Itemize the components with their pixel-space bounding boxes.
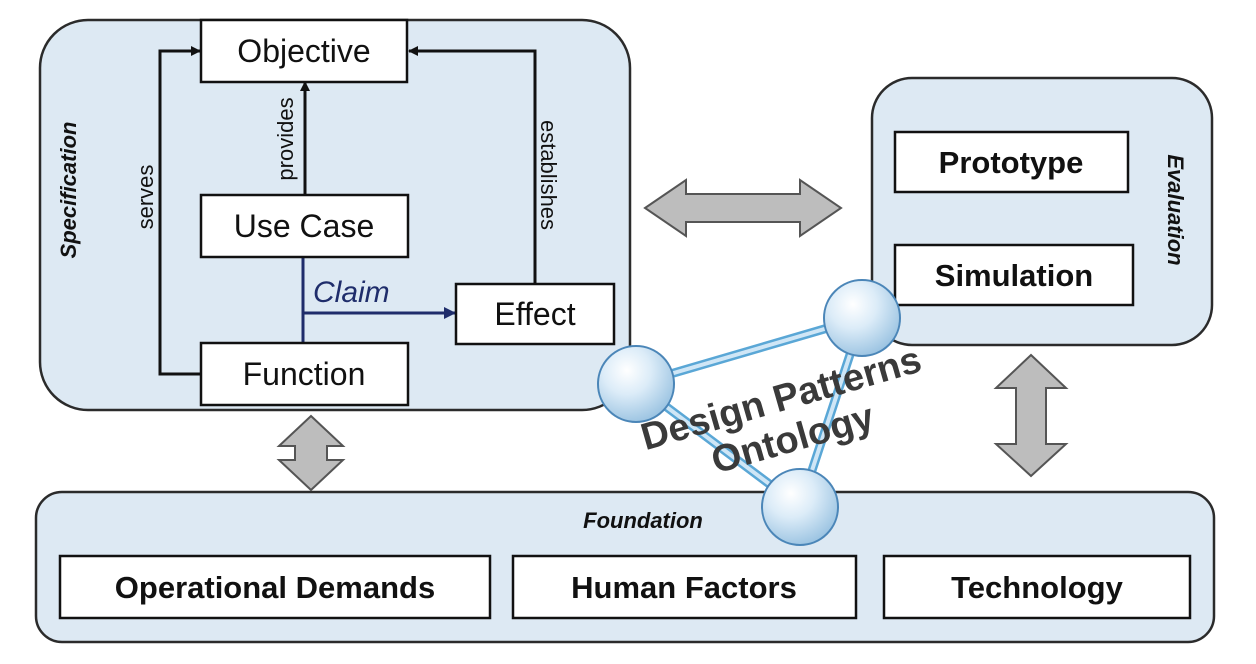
evaluation-panel: Evaluation Prototype Simulation bbox=[870, 76, 1214, 347]
ontology-node-right bbox=[823, 279, 901, 357]
technology-node: Technology bbox=[882, 554, 1192, 620]
effect-node: Effect bbox=[454, 282, 616, 346]
serves-label: serves bbox=[133, 165, 158, 230]
provides-label: provides bbox=[273, 97, 298, 180]
ontology-node-left bbox=[597, 345, 675, 423]
prototype-node: Prototype bbox=[893, 130, 1130, 194]
prototype-label: Prototype bbox=[939, 145, 1084, 180]
simulation-node: Simulation bbox=[893, 243, 1135, 307]
operational-demands-node: Operational Demands bbox=[58, 554, 492, 620]
function-node: Function bbox=[199, 341, 410, 407]
serves-edge bbox=[158, 46, 201, 376]
objective-label: Objective bbox=[237, 33, 370, 69]
spec-foundation-double-arrow bbox=[276, 414, 346, 492]
technology-label: Technology bbox=[951, 570, 1123, 605]
function-label: Function bbox=[243, 356, 366, 392]
evaluation-title: Evaluation bbox=[1163, 154, 1188, 265]
specification-title: Specification bbox=[56, 122, 81, 259]
simulation-label: Simulation bbox=[935, 258, 1093, 293]
establishes-edge bbox=[408, 46, 537, 283]
establishes-label: establishes bbox=[536, 120, 561, 230]
operational-demands-label: Operational Demands bbox=[115, 570, 435, 605]
foundation-title: Foundation bbox=[583, 508, 703, 533]
use-case-label: Use Case bbox=[234, 208, 375, 244]
eval-foundation-double-arrow bbox=[993, 353, 1069, 478]
claim-label: Claim bbox=[313, 276, 390, 309]
objective-node: Objective bbox=[199, 18, 409, 84]
effect-label: Effect bbox=[494, 296, 575, 332]
foundation-panel: Foundation Operational Demands Human Fac… bbox=[34, 490, 1216, 644]
spec-eval-double-arrow bbox=[643, 178, 843, 238]
ontology-node-bottom bbox=[761, 468, 839, 546]
human-factors-label: Human Factors bbox=[571, 570, 797, 605]
specification-flows: serves provides establishes Claim bbox=[133, 46, 561, 376]
human-factors-node: Human Factors bbox=[511, 554, 858, 620]
use-case-node: Use Case bbox=[199, 193, 410, 259]
